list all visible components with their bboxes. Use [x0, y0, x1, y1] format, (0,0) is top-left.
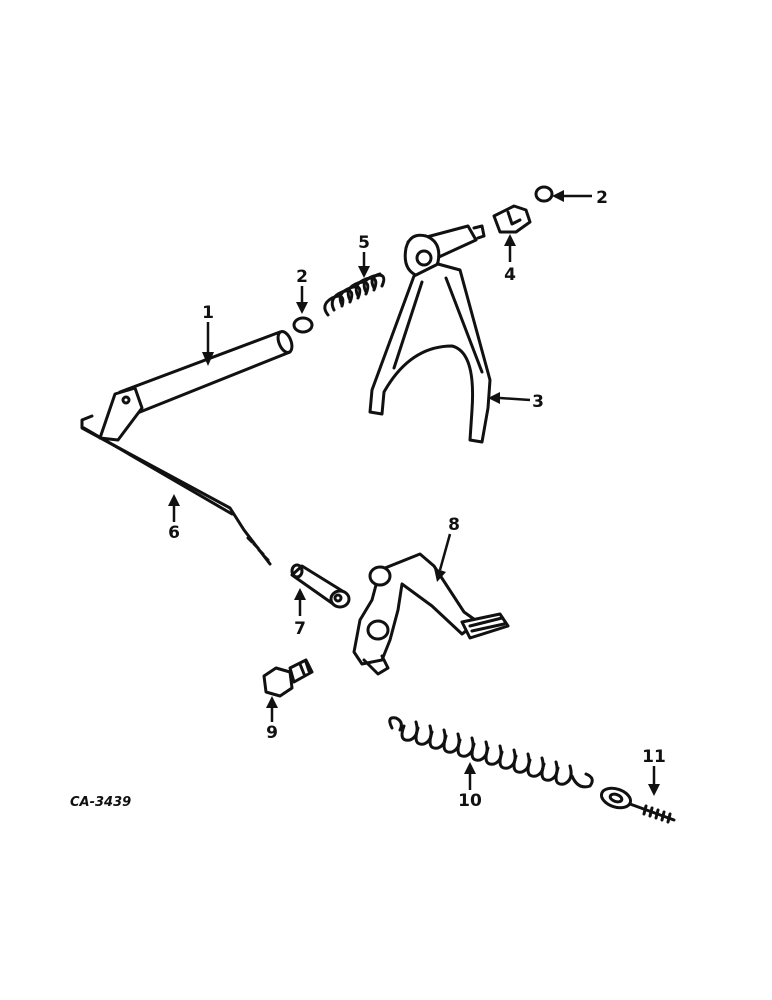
- callout-8: 8: [448, 515, 460, 535]
- callout-7: 7: [294, 619, 306, 639]
- part-2-washer-right: [534, 185, 554, 203]
- part-11-eyebolt: [599, 786, 676, 824]
- part-7-pin: [290, 563, 351, 609]
- callout-6: 6: [168, 523, 180, 543]
- part-10-spring: [388, 716, 594, 789]
- callout-5: 5: [358, 233, 370, 253]
- callout-11: 11: [642, 747, 666, 767]
- drawing-code: CA-3439: [70, 795, 131, 810]
- callout-labels: 1 2 5 4 2 3 6 8 7 9 10 11: [168, 188, 666, 811]
- leader-lines: [168, 190, 660, 796]
- part-2-washer-left: [292, 316, 314, 334]
- part-9-bolt: [262, 658, 314, 698]
- callout-1: 1: [202, 303, 214, 323]
- part-4-block: [492, 204, 532, 234]
- part-8-pedal: [352, 552, 510, 676]
- part-5-spring: [323, 272, 386, 317]
- part-3-shift-fork: [368, 224, 492, 444]
- part-6-rod: [80, 414, 272, 566]
- callout-3: 3: [532, 392, 544, 412]
- part-1-shaft: [98, 330, 294, 442]
- callout-10: 10: [458, 791, 482, 811]
- callout-2-left: 2: [296, 267, 308, 287]
- callout-4: 4: [504, 265, 516, 285]
- callout-2-right: 2: [596, 188, 608, 208]
- callout-9: 9: [266, 723, 278, 743]
